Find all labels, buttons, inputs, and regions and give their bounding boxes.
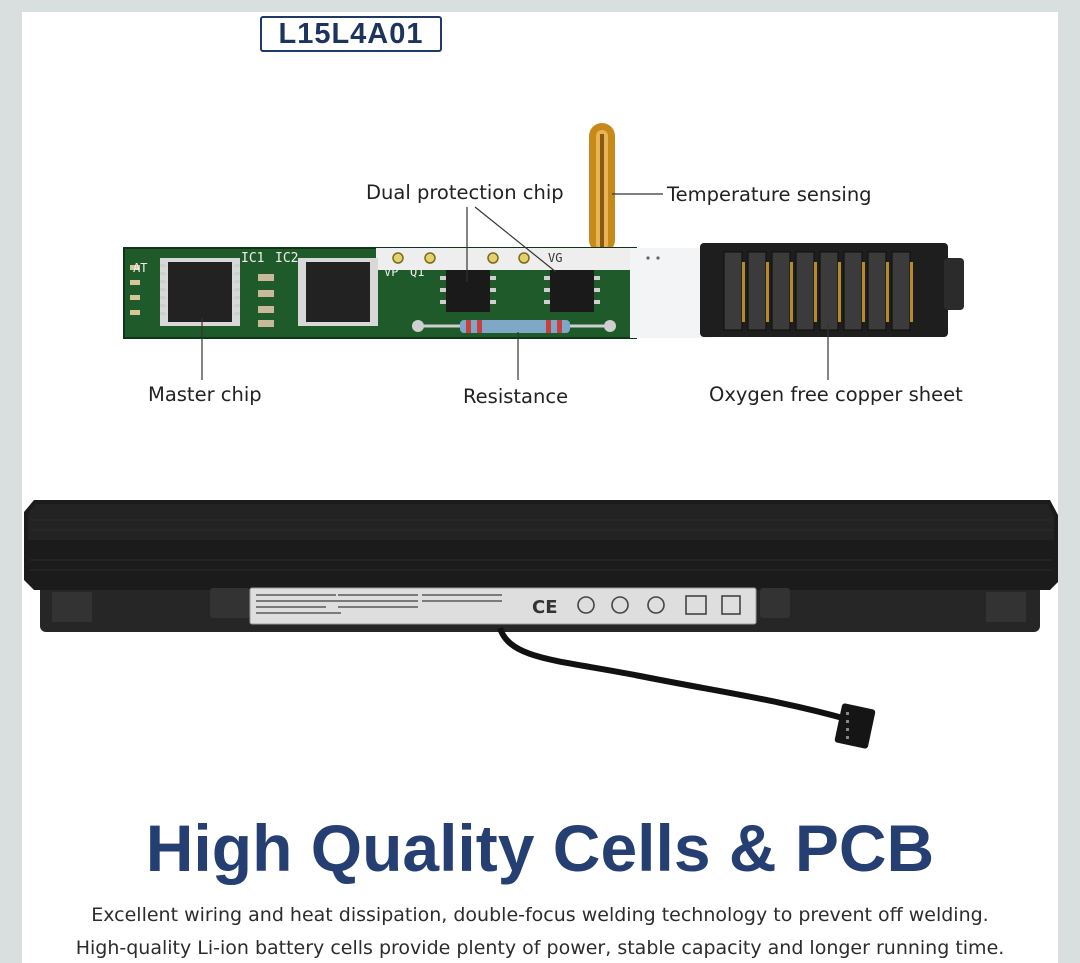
pcb-label-vg: VG (548, 251, 562, 265)
product-card (22, 12, 1058, 963)
callout-oxygen-free-copper-sheet: Oxygen free copper sheet (709, 383, 963, 406)
dual-protection-chip (440, 270, 600, 312)
callout-resistance: Resistance (463, 385, 569, 408)
callout-temperature-sensing: Temperature sensing (667, 183, 872, 206)
master-chip (160, 258, 240, 326)
description-line-2: High-quality Li-ion battery cells provid… (75, 937, 1005, 959)
model-label: L15L4A01 (260, 16, 442, 52)
pcb-label-vp: VP (384, 265, 398, 279)
pcb-label-q1: Q1 (410, 265, 424, 279)
copper-connector (700, 243, 964, 337)
callout-master-chip: Master chip (148, 383, 262, 406)
svg-text:CE: CE (532, 597, 558, 618)
pcb-label-ic1: IC1 (241, 251, 264, 266)
callout-dual-protection-chip: Dual protection chip (366, 181, 564, 204)
pcb-board: IC1 IC2 AT VP Q1 VG (123, 247, 712, 339)
pcb-label-at: AT (133, 261, 147, 275)
headline: High Quality Cells & PCB (145, 811, 935, 885)
resistor (412, 320, 616, 333)
description-line-1: Excellent wiring and heat dissipation, d… (91, 904, 989, 926)
battery-pack: CE (24, 500, 1058, 749)
pcb-label-ic2: IC2 (275, 251, 298, 266)
temperature-sensor (589, 123, 615, 253)
callout-lines (201, 193, 829, 380)
